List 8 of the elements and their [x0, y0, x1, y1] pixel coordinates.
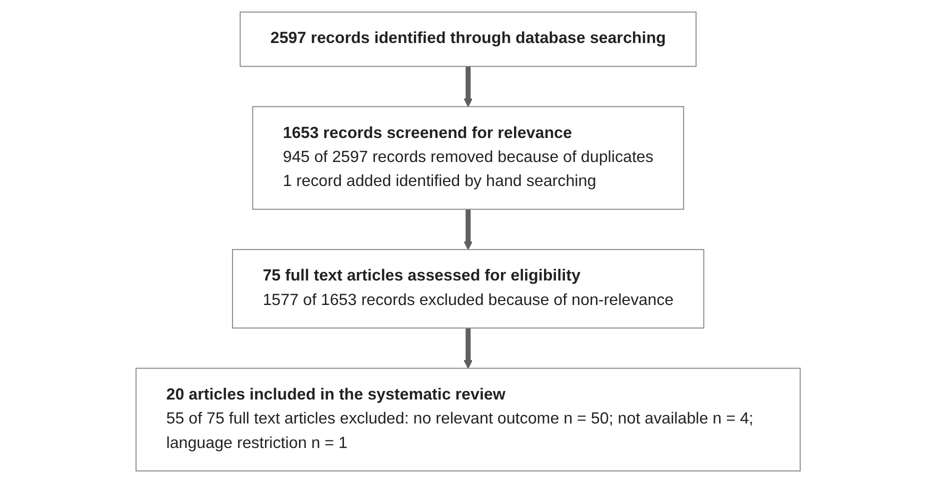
flowchart: 2597 records identified through database searching 1653 records screenend for relevance 945 of 2597 records removed because of duplicates 1 record added identified by hand searching 75 full text articles assessed for eligibility 1577 of 1653 records excluded because of non-relevance 20 articles included in the systematic review 55 of 75 full text articles excluded: no relevant outcome n = 50; not available n = 4; language restriction n = 1 — [128, 4, 808, 479]
arrow — [464, 209, 472, 250]
node-box — [135, 368, 801, 472]
arrow — [464, 66, 472, 108]
node-box — [240, 12, 696, 67]
arrow — [464, 328, 472, 369]
node-box — [232, 249, 704, 329]
node-box — [252, 106, 684, 210]
